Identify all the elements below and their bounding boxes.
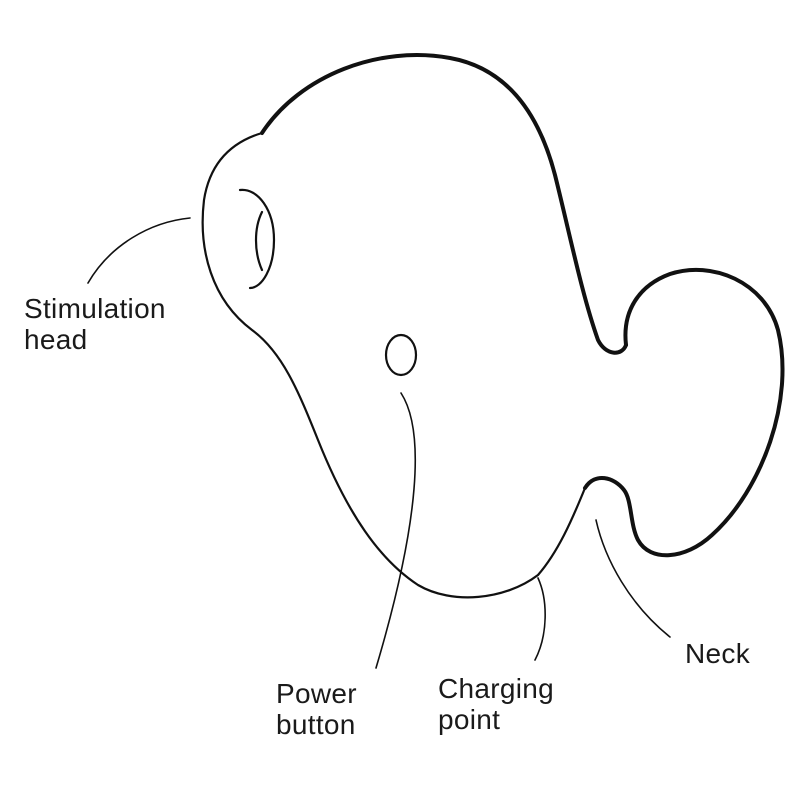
leader-neck [595, 519, 671, 638]
leader-charging-point [534, 577, 546, 661]
body-back-outline [260, 53, 628, 355]
leader-stimulation-head [87, 217, 191, 284]
label-neck: Neck [685, 638, 751, 669]
bulb-outline [583, 267, 785, 558]
leader-power-button [375, 392, 416, 669]
stimulation-opening-outer [238, 188, 276, 290]
label-power-button: Power button [276, 678, 365, 740]
power-button-icon [384, 333, 418, 377]
body-front-outline [201, 131, 587, 599]
label-stimulation-head: Stimulation head [24, 293, 174, 355]
stimulation-opening-inner [254, 210, 264, 272]
label-charging-point: Charging point [438, 673, 562, 735]
